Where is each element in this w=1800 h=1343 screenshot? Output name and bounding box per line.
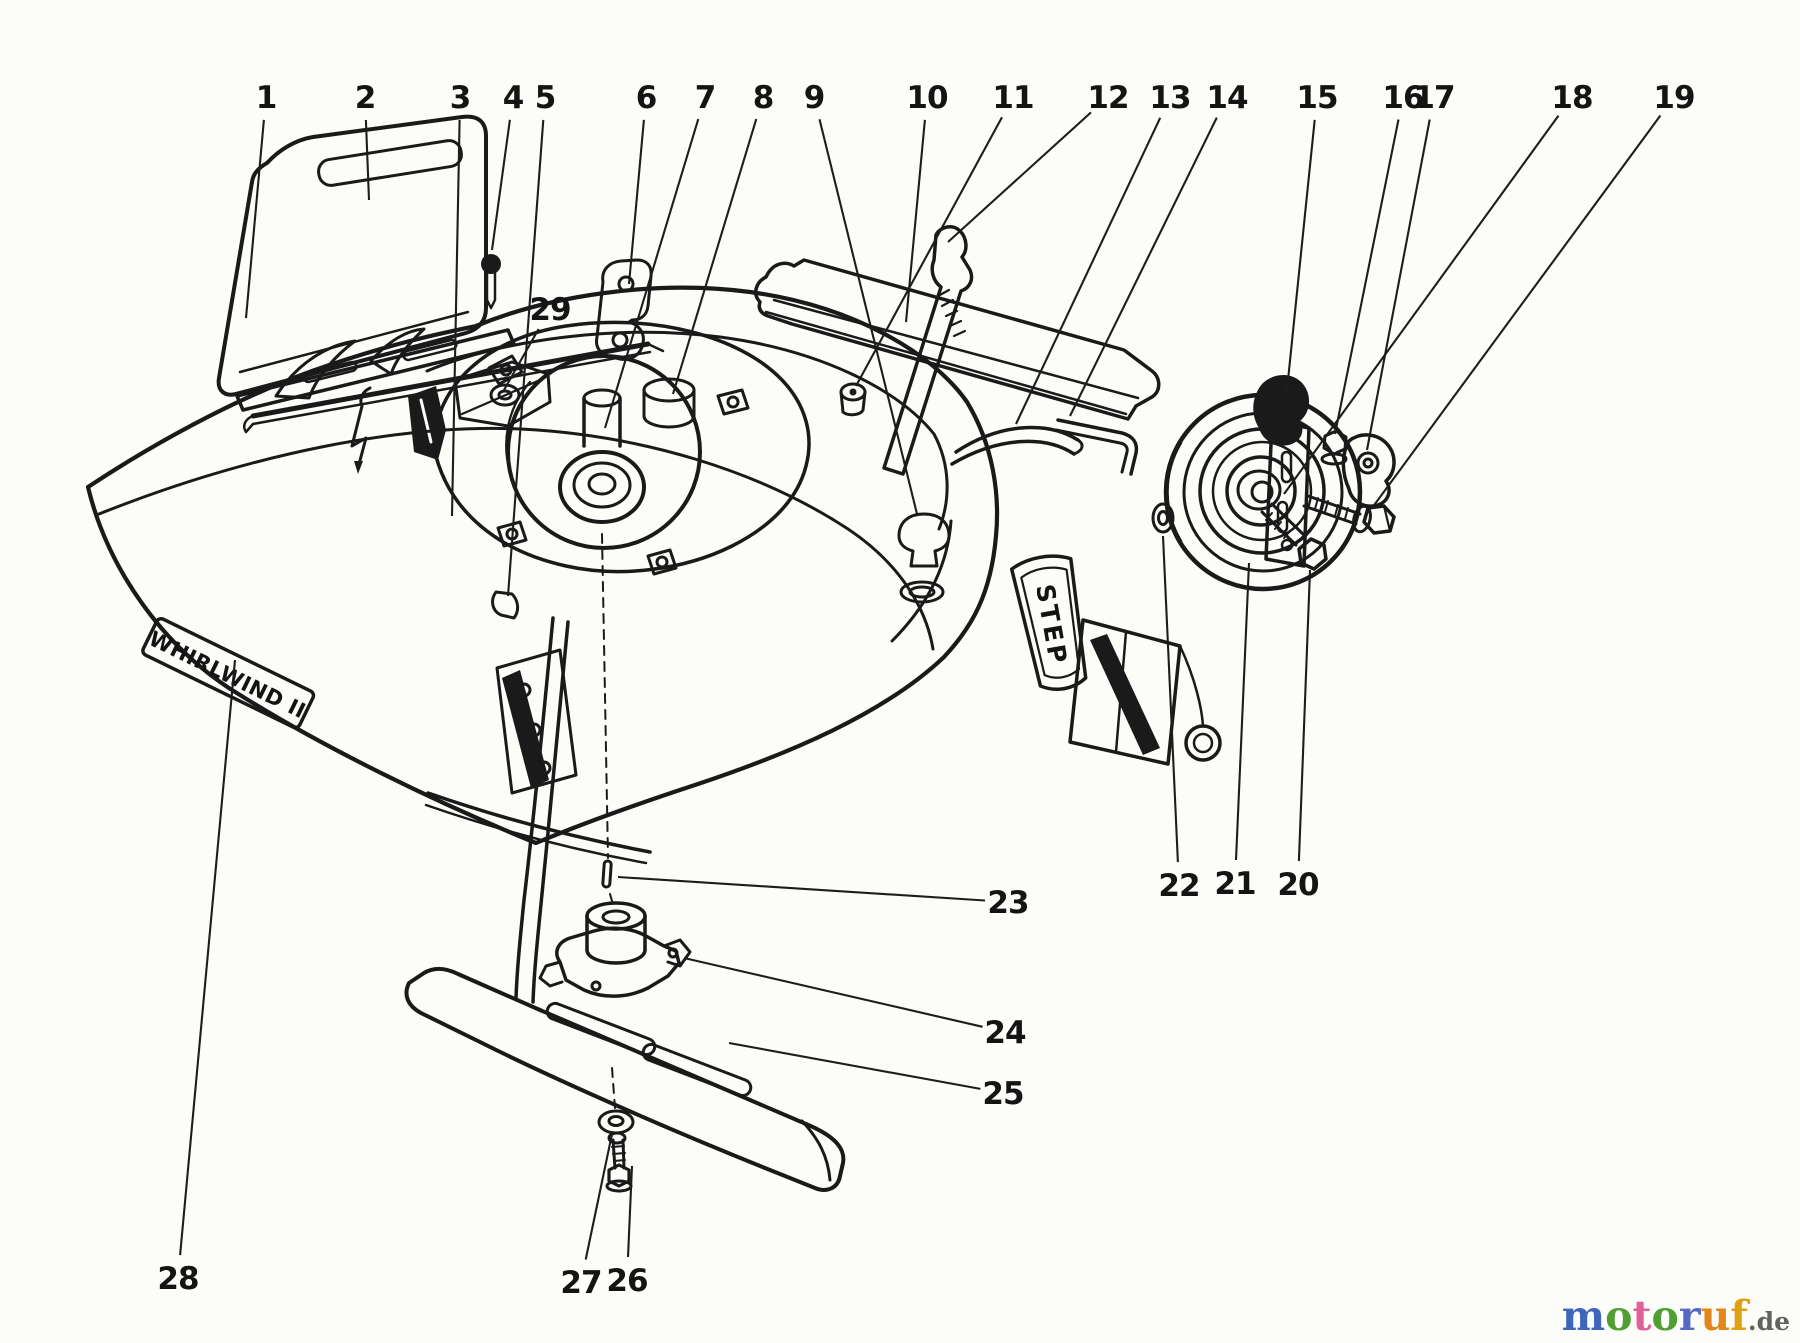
whirlwind-decal-text: WHIRLWIND II bbox=[145, 627, 310, 724]
pivot-bracket-drawing bbox=[408, 360, 552, 460]
leader-line-8 bbox=[671, 118, 758, 395]
part-label-4: 4 bbox=[503, 80, 524, 116]
logo-letter: u bbox=[1700, 1292, 1731, 1340]
leader-line-25 bbox=[728, 1041, 981, 1090]
motoruf-logo-letters: motoruf bbox=[1562, 1296, 1748, 1337]
leader-line-18 bbox=[1283, 114, 1560, 495]
part-label-22: 22 bbox=[1158, 868, 1199, 904]
deck-housing-drawing bbox=[85, 285, 1222, 1004]
logo-letter: f bbox=[1730, 1292, 1748, 1340]
blade-assembly-drawing bbox=[404, 533, 846, 1193]
part-label-10: 10 bbox=[906, 80, 948, 116]
part-label-17: 17 bbox=[1413, 80, 1454, 116]
motoruf-logo-suffix: .de bbox=[1747, 1307, 1790, 1336]
part-label-23: 23 bbox=[987, 885, 1028, 921]
engine-plate-drawing bbox=[432, 320, 811, 576]
leader-line-28 bbox=[179, 659, 237, 1256]
leader-line-26 bbox=[626, 1165, 634, 1258]
logo-letter: o bbox=[1605, 1292, 1633, 1340]
leader-line-14 bbox=[1069, 117, 1218, 417]
rear-baffle-drawing bbox=[754, 258, 1161, 421]
part-label-26: 26 bbox=[606, 1263, 647, 1299]
leader-line-24 bbox=[683, 956, 983, 1028]
part-label-9: 9 bbox=[804, 80, 825, 116]
whirlwind-decal: WHIRLWIND II bbox=[141, 616, 316, 730]
leader-line-2 bbox=[364, 119, 371, 201]
leader-line-22 bbox=[1161, 535, 1179, 863]
logo-letter: r bbox=[1678, 1292, 1701, 1340]
logo-letter: o bbox=[1651, 1292, 1679, 1340]
part-label-20: 20 bbox=[1277, 867, 1319, 903]
part-label-8: 8 bbox=[753, 80, 774, 116]
part-label-12: 12 bbox=[1087, 80, 1128, 116]
leader-line-27 bbox=[584, 1133, 614, 1260]
part-label-18: 18 bbox=[1551, 80, 1592, 116]
part-label-5: 5 bbox=[535, 80, 556, 116]
linkage-drawing bbox=[839, 382, 1139, 476]
leader-line-29 bbox=[503, 328, 540, 391]
leader-line-11 bbox=[855, 116, 1003, 387]
part-label-1: 1 bbox=[256, 80, 277, 116]
wheel-drawing bbox=[1163, 392, 1363, 592]
leader-line-5 bbox=[506, 119, 545, 597]
leader-line-7 bbox=[603, 118, 700, 429]
part-label-7: 7 bbox=[695, 80, 716, 116]
leader-line-9 bbox=[818, 119, 919, 515]
leader-line-13 bbox=[1015, 117, 1162, 425]
logo-letter: t bbox=[1632, 1292, 1652, 1340]
motoruf-logo[interactable]: motoruf.de bbox=[1562, 1296, 1790, 1337]
adjuster-lever-drawing bbox=[882, 225, 974, 476]
leader-line-23 bbox=[617, 875, 986, 902]
leader-line-21 bbox=[1234, 562, 1251, 861]
fill-cap-drawing bbox=[897, 512, 951, 604]
adjuster-bracket-drawing bbox=[1253, 375, 1396, 571]
leader-line-17 bbox=[1365, 119, 1431, 451]
leader-line-4 bbox=[490, 119, 511, 251]
leader-line-15 bbox=[1285, 119, 1316, 391]
leader-line-12 bbox=[947, 111, 1092, 243]
part-label-14: 14 bbox=[1206, 80, 1248, 116]
step-badge: STEP bbox=[1009, 554, 1088, 691]
logo-letter: m bbox=[1561, 1292, 1606, 1340]
part-label-3: 3 bbox=[450, 80, 471, 116]
step-badge-text: STEP bbox=[1030, 582, 1073, 668]
axle-bolt-drawing bbox=[1302, 494, 1396, 535]
part-label-2: 2 bbox=[355, 80, 376, 116]
part-label-19: 19 bbox=[1653, 80, 1694, 116]
part-label-29: 29 bbox=[529, 292, 570, 328]
support-bracket-drawing bbox=[595, 258, 653, 361]
hinge-hardware-drawing bbox=[350, 254, 520, 620]
part-label-25: 25 bbox=[982, 1076, 1023, 1112]
leader-line-3 bbox=[450, 119, 461, 517]
part-label-15: 15 bbox=[1296, 80, 1337, 116]
leader-line-6 bbox=[627, 119, 645, 285]
part-label-27: 27 bbox=[560, 1265, 601, 1301]
leader-line-16 bbox=[1333, 119, 1400, 435]
part-label-11: 11 bbox=[992, 80, 1033, 116]
part-label-21: 21 bbox=[1214, 866, 1255, 902]
part-label-13: 13 bbox=[1149, 80, 1190, 116]
leader-line-19 bbox=[1371, 114, 1662, 509]
part-label-28: 28 bbox=[157, 1261, 198, 1297]
part-label-6: 6 bbox=[636, 80, 657, 116]
leader-line-20 bbox=[1297, 569, 1312, 862]
part-label-24: 24 bbox=[984, 1015, 1026, 1051]
part-label-16: 16 bbox=[1382, 80, 1423, 116]
leader-line-1 bbox=[244, 119, 265, 319]
